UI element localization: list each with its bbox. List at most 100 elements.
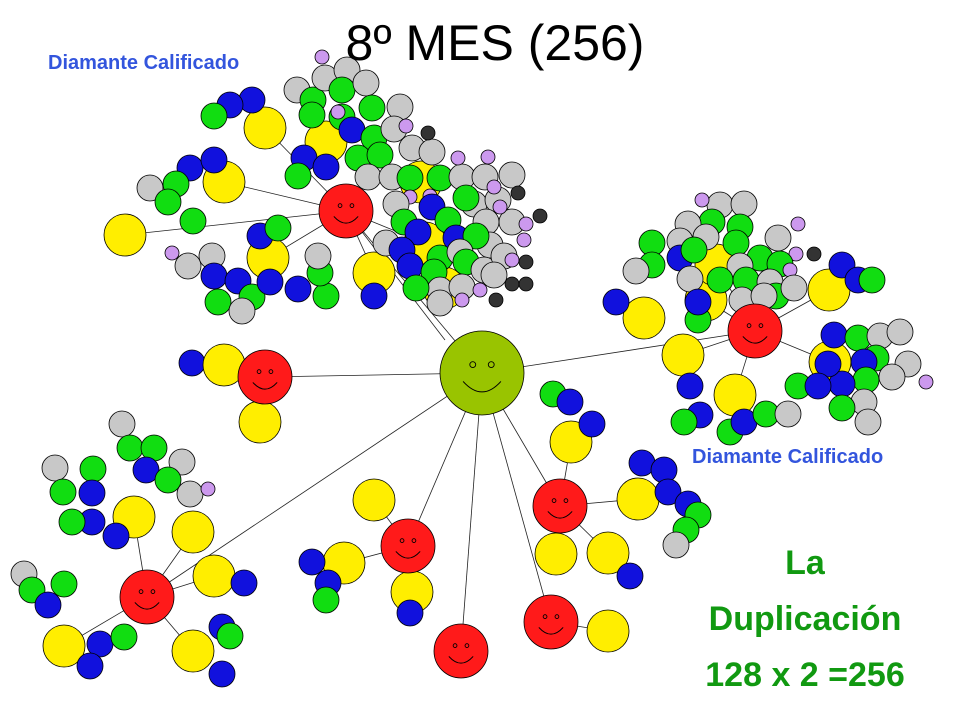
gray-member-node <box>764 224 792 252</box>
green-member-node <box>680 236 708 264</box>
gray-member-node <box>174 252 202 280</box>
green-member-node <box>366 141 394 169</box>
dark-member-node <box>504 276 520 292</box>
green-member-node <box>116 434 144 462</box>
lilac-member-node <box>694 192 710 208</box>
blue-member-node <box>178 349 206 377</box>
gray-member-node <box>730 190 758 218</box>
dark-member-node <box>488 292 504 308</box>
yellow-member-node <box>192 554 236 598</box>
center-node <box>439 330 525 416</box>
green-member-node <box>79 455 107 483</box>
duplication-line-2: Duplicación <box>708 600 902 638</box>
blue-member-node <box>200 262 228 290</box>
lilac-member-node <box>504 252 520 268</box>
blue-member-node <box>676 372 704 400</box>
duplication-line-3: 128 x 2 =256 <box>705 656 905 694</box>
dark-member-node <box>518 276 534 292</box>
network-nodes <box>10 49 934 688</box>
lilac-member-node <box>486 179 502 195</box>
lilac-member-node <box>518 216 534 232</box>
yellow-member-node <box>586 531 630 575</box>
leader-node <box>433 623 489 679</box>
smiley-face-icon <box>448 643 474 664</box>
blue-member-node <box>404 218 432 246</box>
green-member-node <box>50 570 78 598</box>
connection-line <box>481 372 552 623</box>
gray-member-node <box>480 261 508 289</box>
green-member-node <box>298 101 326 129</box>
gray-member-node <box>352 69 380 97</box>
yellow-member-node <box>713 373 757 417</box>
lilac-member-node <box>472 282 488 298</box>
green-member-node <box>200 102 228 130</box>
gray-member-node <box>168 448 196 476</box>
yellow-member-node <box>534 532 578 576</box>
blue-member-node <box>102 522 130 550</box>
dark-member-node <box>420 125 436 141</box>
green-member-node <box>858 266 886 294</box>
green-member-node <box>216 622 244 650</box>
blue-member-node <box>312 153 340 181</box>
green-member-node <box>312 586 340 614</box>
lilac-member-node <box>918 374 934 390</box>
blue-member-node <box>256 268 284 296</box>
smiley-face-icon <box>333 203 359 224</box>
yellow-member-node <box>42 624 86 668</box>
gray-member-node <box>41 454 69 482</box>
green-member-node <box>706 266 734 294</box>
gray-member-node <box>176 480 204 508</box>
leader-node <box>237 349 293 405</box>
green-member-node <box>58 508 86 536</box>
green-member-node <box>722 229 750 257</box>
green-member-node <box>358 94 386 122</box>
smiley-face-icon <box>252 369 278 390</box>
blue-member-node <box>616 562 644 590</box>
lilac-member-node <box>450 150 466 166</box>
blue-member-node <box>298 548 326 576</box>
smiley-face-icon <box>538 614 564 635</box>
smiley-face-icon <box>742 323 768 344</box>
blue-member-node <box>200 146 228 174</box>
yellow-member-node <box>171 510 215 554</box>
lilac-member-node <box>790 216 806 232</box>
green-member-node <box>179 207 207 235</box>
blue-member-node <box>238 86 266 114</box>
connection-line <box>124 210 347 236</box>
lilac-member-node <box>492 199 508 215</box>
gray-member-node <box>854 408 882 436</box>
blue-member-node <box>654 478 682 506</box>
yellow-member-node <box>586 609 630 653</box>
connection-line <box>460 372 483 652</box>
yellow-member-node <box>243 106 287 150</box>
blue-member-node <box>556 388 584 416</box>
green-member-node <box>402 274 430 302</box>
smiley-face-icon <box>395 538 421 559</box>
duplication-line-1: La <box>785 544 825 582</box>
leader-node <box>532 478 588 534</box>
smiley-face-icon <box>547 498 573 519</box>
blue-member-node <box>360 282 388 310</box>
smiley-faces <box>134 203 768 664</box>
gray-member-node <box>228 297 256 325</box>
leader-node <box>727 303 783 359</box>
blue-member-node <box>684 288 712 316</box>
gray-member-node <box>418 138 446 166</box>
blue-member-node <box>78 479 106 507</box>
gray-member-node <box>426 289 454 317</box>
gray-member-node <box>136 174 164 202</box>
gray-member-node <box>354 163 382 191</box>
blue-member-node <box>76 652 104 680</box>
lilac-member-node <box>516 232 532 248</box>
yellow-member-node <box>103 213 147 257</box>
yellow-member-node <box>171 629 215 673</box>
dark-member-node <box>532 208 548 224</box>
dark-member-node <box>510 185 526 201</box>
lilac-member-node <box>314 49 330 65</box>
blue-member-node <box>820 321 848 349</box>
smiley-face-icon <box>462 361 502 393</box>
green-member-node <box>49 478 77 506</box>
leader-node <box>523 594 579 650</box>
green-member-node <box>452 184 480 212</box>
